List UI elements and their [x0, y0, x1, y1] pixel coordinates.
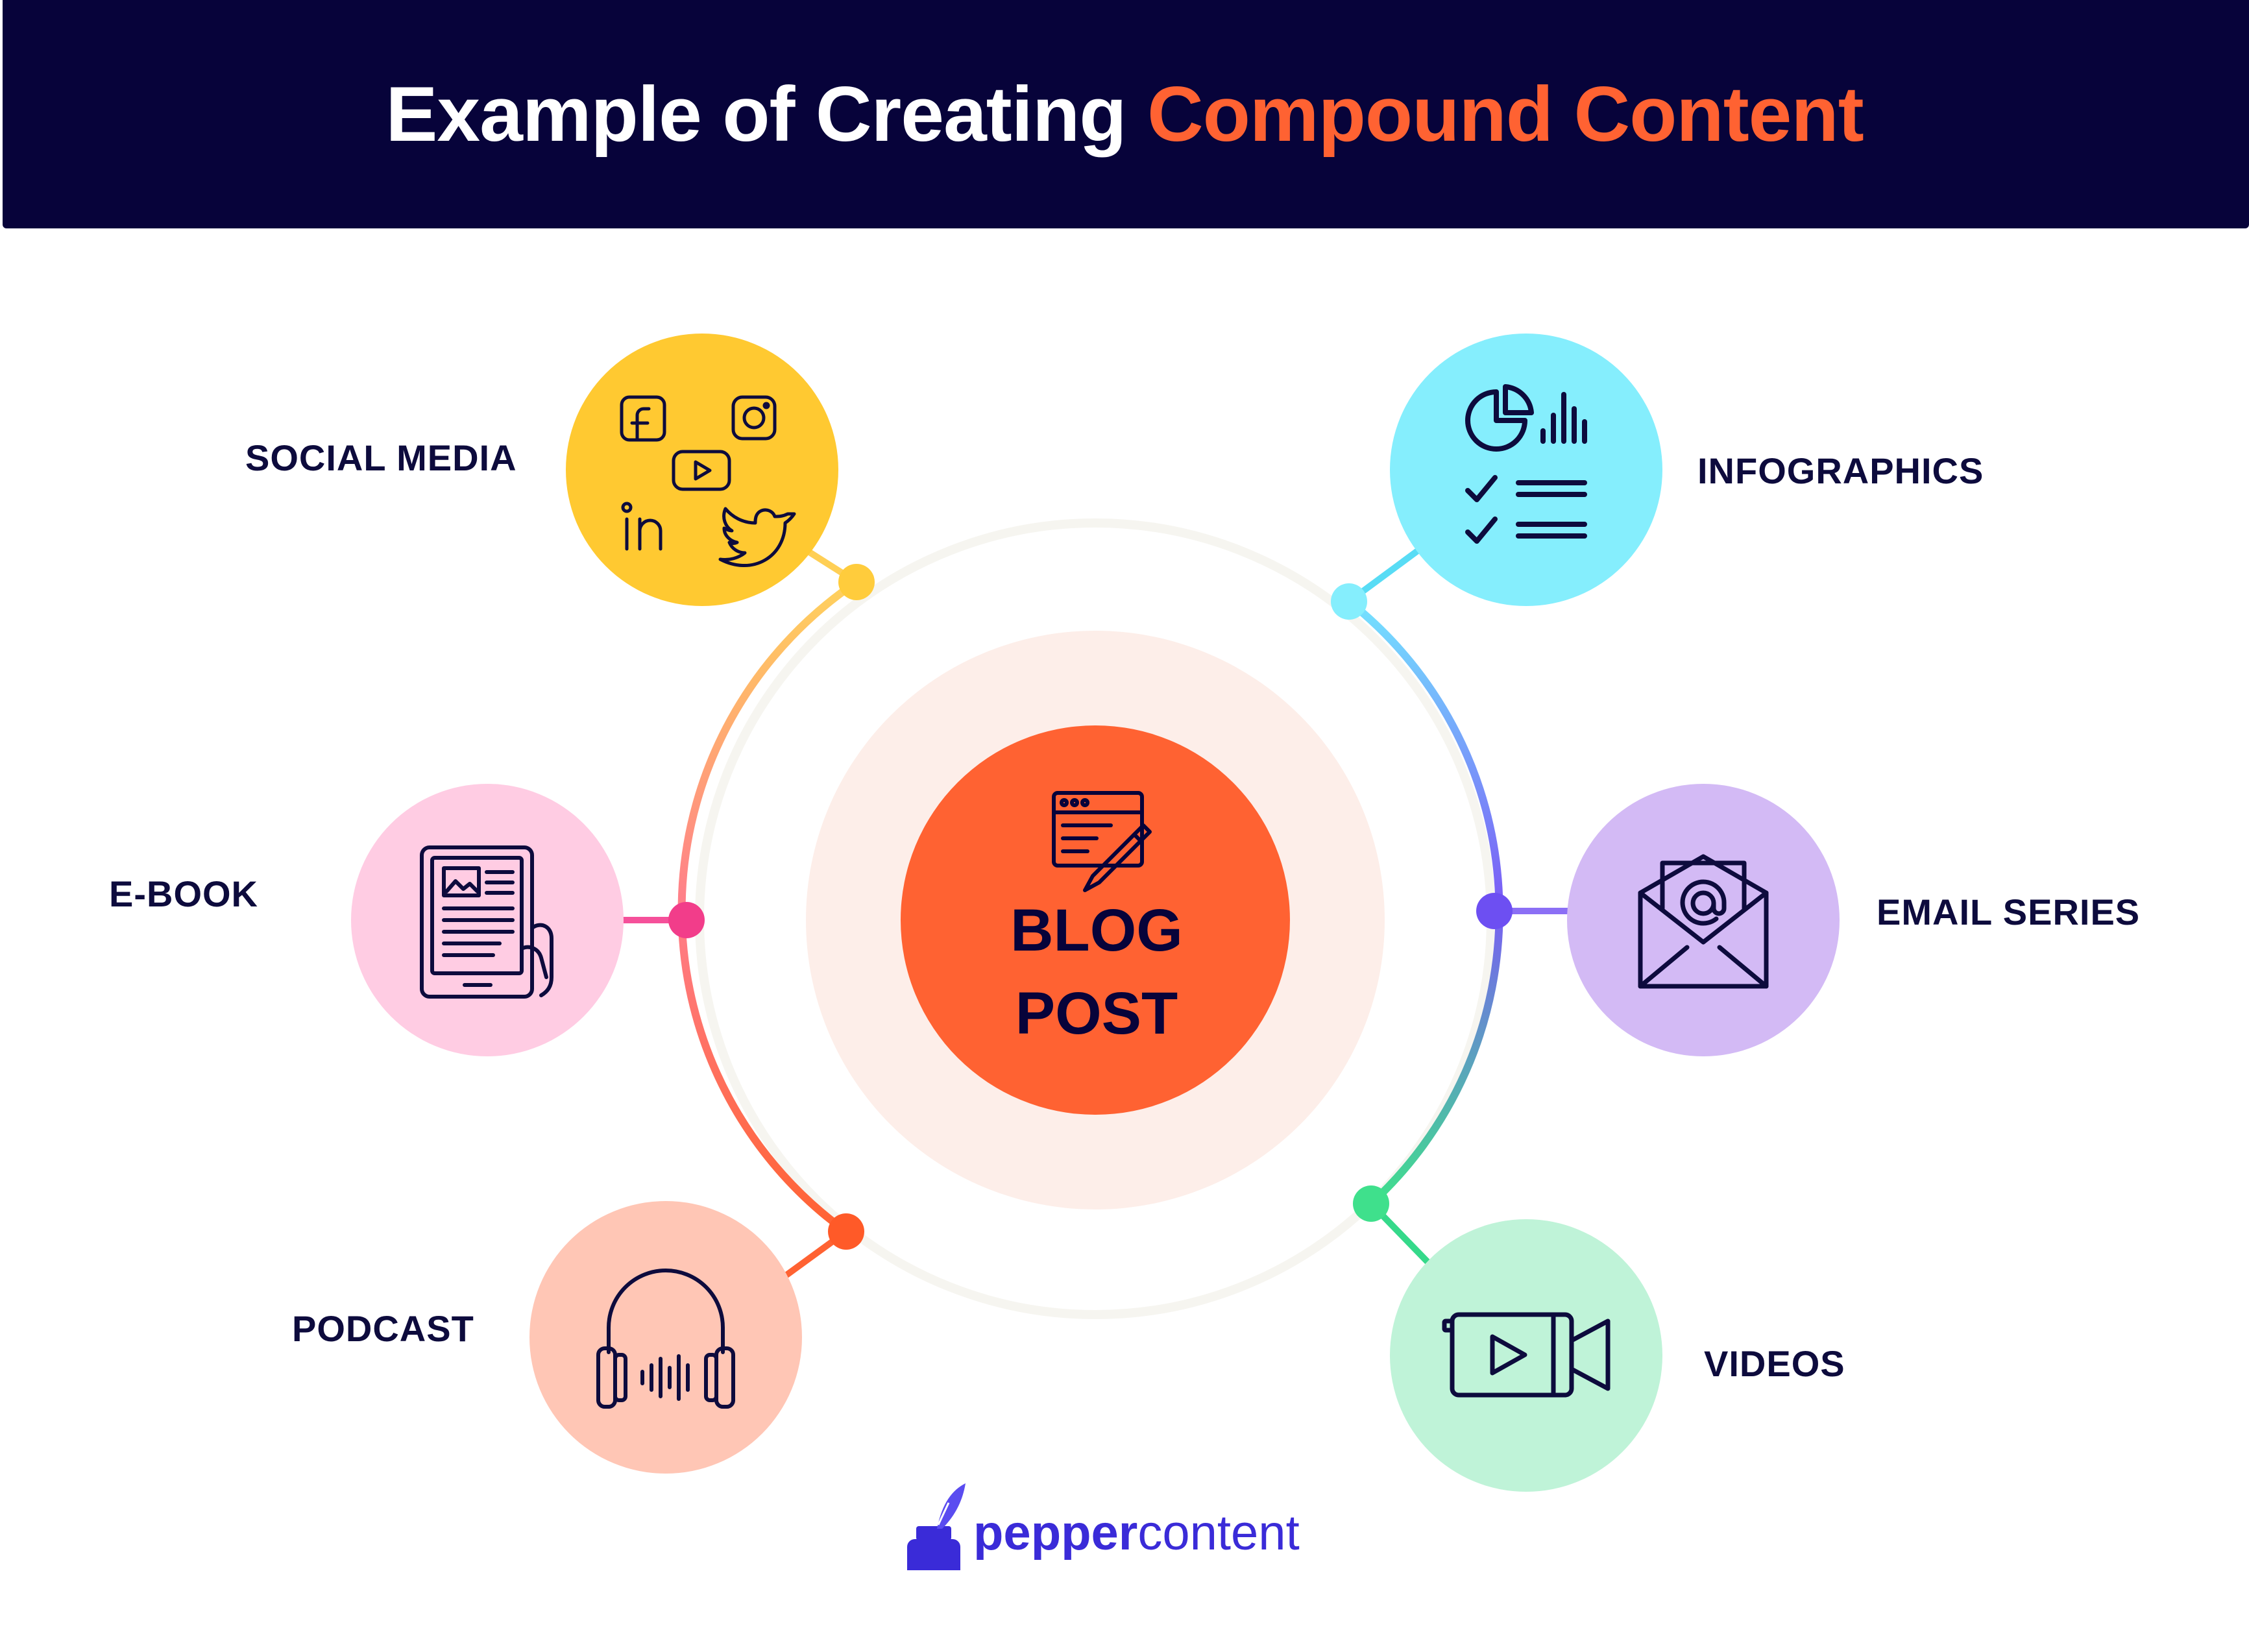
label-email-series: EMAIL SERIES	[1877, 892, 2141, 932]
facebook-icon	[620, 395, 666, 442]
label-infographics: INFOGRAPHICS	[1697, 450, 1984, 491]
youtube-icon	[672, 450, 731, 491]
envelope-at-icon	[1638, 854, 1769, 989]
center-circle	[901, 725, 1290, 1115]
linkedin-icon	[621, 502, 663, 551]
headphones-icon	[596, 1269, 735, 1409]
title-accent: Compound Content	[1147, 71, 1864, 158]
brand-name-regular: content	[1137, 1505, 1300, 1561]
center-label-line2: POST	[1015, 980, 1178, 1047]
instagram-icon	[731, 395, 777, 441]
label-ebook: E-BOOK	[109, 873, 258, 914]
title-prefix: Example of Creating	[385, 71, 1147, 158]
dot-videos	[1353, 1185, 1389, 1222]
node-email-series	[1567, 784, 1840, 1056]
chart-checklist-icon	[1465, 384, 1587, 544]
node-podcast	[529, 1201, 802, 1474]
video-camera-icon	[1442, 1312, 1611, 1398]
page-title: Example of Creating Compound Content	[0, 0, 2249, 228]
center-label-line1: BLOG	[1010, 897, 1183, 964]
ink-pot-quill-icon	[907, 1483, 966, 1570]
dot-podcast	[828, 1213, 864, 1250]
label-social-media: SOCIAL MEDIA	[245, 437, 517, 478]
dot-infographics	[1331, 583, 1367, 620]
node-infographics	[1390, 334, 1662, 606]
twitter-icon	[718, 507, 796, 567]
center-label: BLOG POST	[902, 889, 1291, 1055]
header-bar	[3, 0, 2249, 228]
dot-social-media	[838, 564, 875, 600]
label-podcast: PODCAST	[292, 1308, 474, 1349]
node-social-media	[566, 334, 838, 606]
dot-email-series	[1476, 893, 1513, 929]
brand-name-bold: pepper	[973, 1505, 1138, 1561]
dot-ebook	[668, 902, 705, 938]
brand-name: peppercontent	[973, 1509, 1300, 1558]
ereader-hand-icon	[420, 845, 553, 999]
browser-pencil-icon	[1052, 791, 1152, 892]
label-videos: VIDEOS	[1704, 1343, 1845, 1384]
